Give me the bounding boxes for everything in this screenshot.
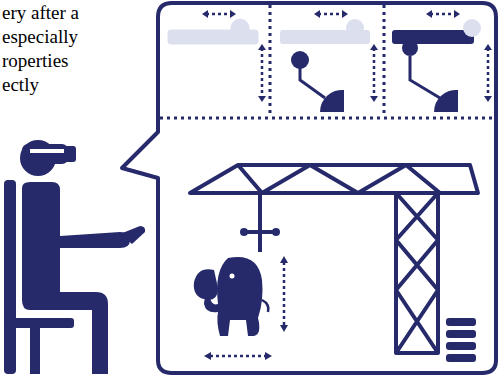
body-text-fragment: roperties	[2, 50, 68, 72]
body-text-fragment: ectly	[2, 74, 39, 96]
body-text-fragment: ery after a	[2, 2, 79, 24]
body-text-fragment: especially	[2, 26, 78, 48]
